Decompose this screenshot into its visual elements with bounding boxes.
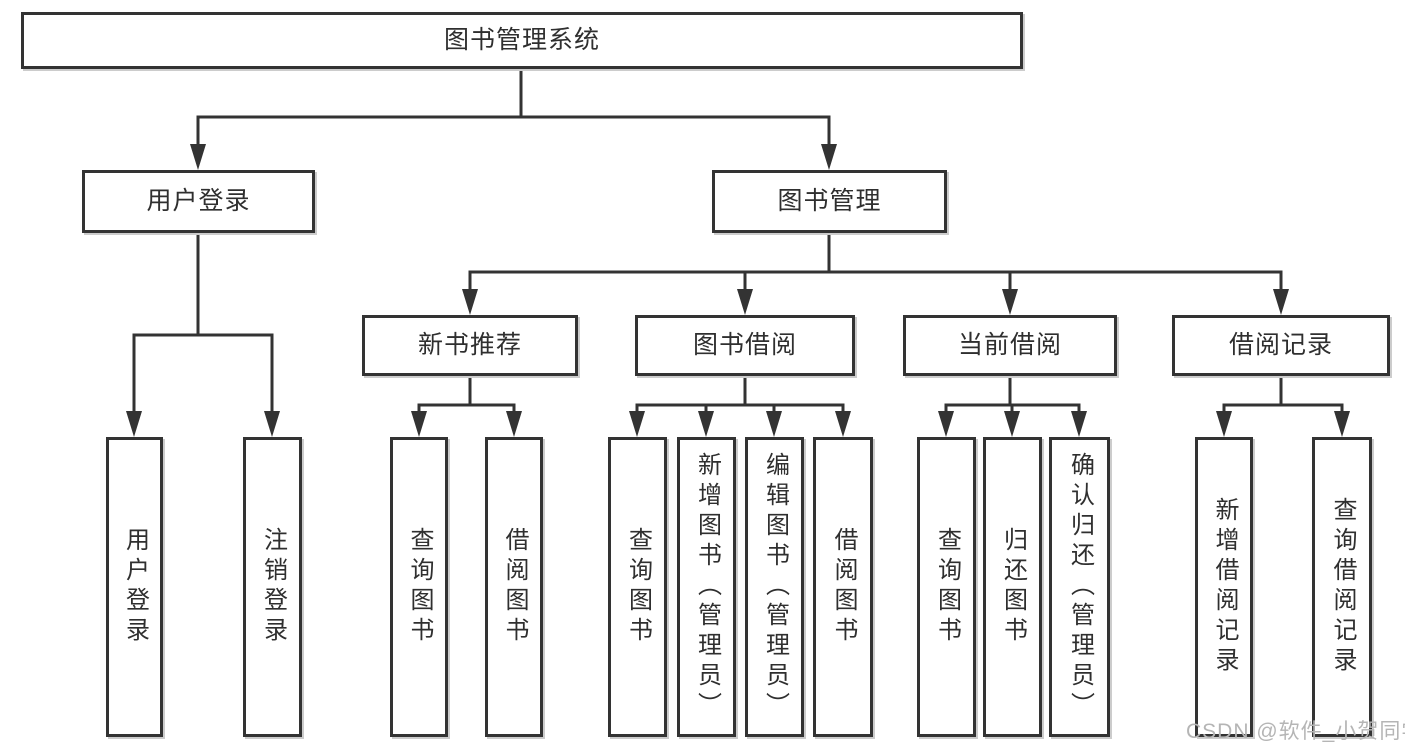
leaf-confirm-return-admin: 确认归还（管理员） [1049,437,1110,737]
leaf-query-books-recommend: 查询图书 [390,437,448,737]
leaf-logout: 注销登录 [243,437,302,737]
leaf-borrow-books: 借阅图书 [813,437,873,737]
watermark: CSDN @软件_小贺同学 [1186,720,1405,743]
arrowheads [126,144,1350,437]
leaf-query-books-borrowing: 查询图书 [608,437,667,737]
leaf-query-borrow-record: 查询借阅记录 [1312,437,1372,737]
leaf-user-login: 用户登录 [106,437,163,737]
node-borrowing-records: 借阅记录 [1172,315,1390,376]
node-library-system: 图书管理系统 [21,12,1023,69]
leaf-query-books-current: 查询图书 [917,437,976,737]
node-user-login-branch: 用户登录 [82,170,315,233]
leaf-add-books-admin: 新增图书（管理员） [677,437,736,737]
leaf-add-borrow-record: 新增借阅记录 [1195,437,1253,737]
node-book-management-branch: 图书管理 [712,170,947,233]
node-book-borrowing: 图书借阅 [635,315,855,376]
leaf-borrow-books-recommend: 借阅图书 [485,437,543,737]
leaf-return-books: 归还图书 [983,437,1042,737]
node-new-book-recommendation: 新书推荐 [362,315,578,376]
node-current-borrowing: 当前借阅 [903,315,1117,376]
leaf-edit-books-admin: 编辑图书（管理员） [745,437,804,737]
